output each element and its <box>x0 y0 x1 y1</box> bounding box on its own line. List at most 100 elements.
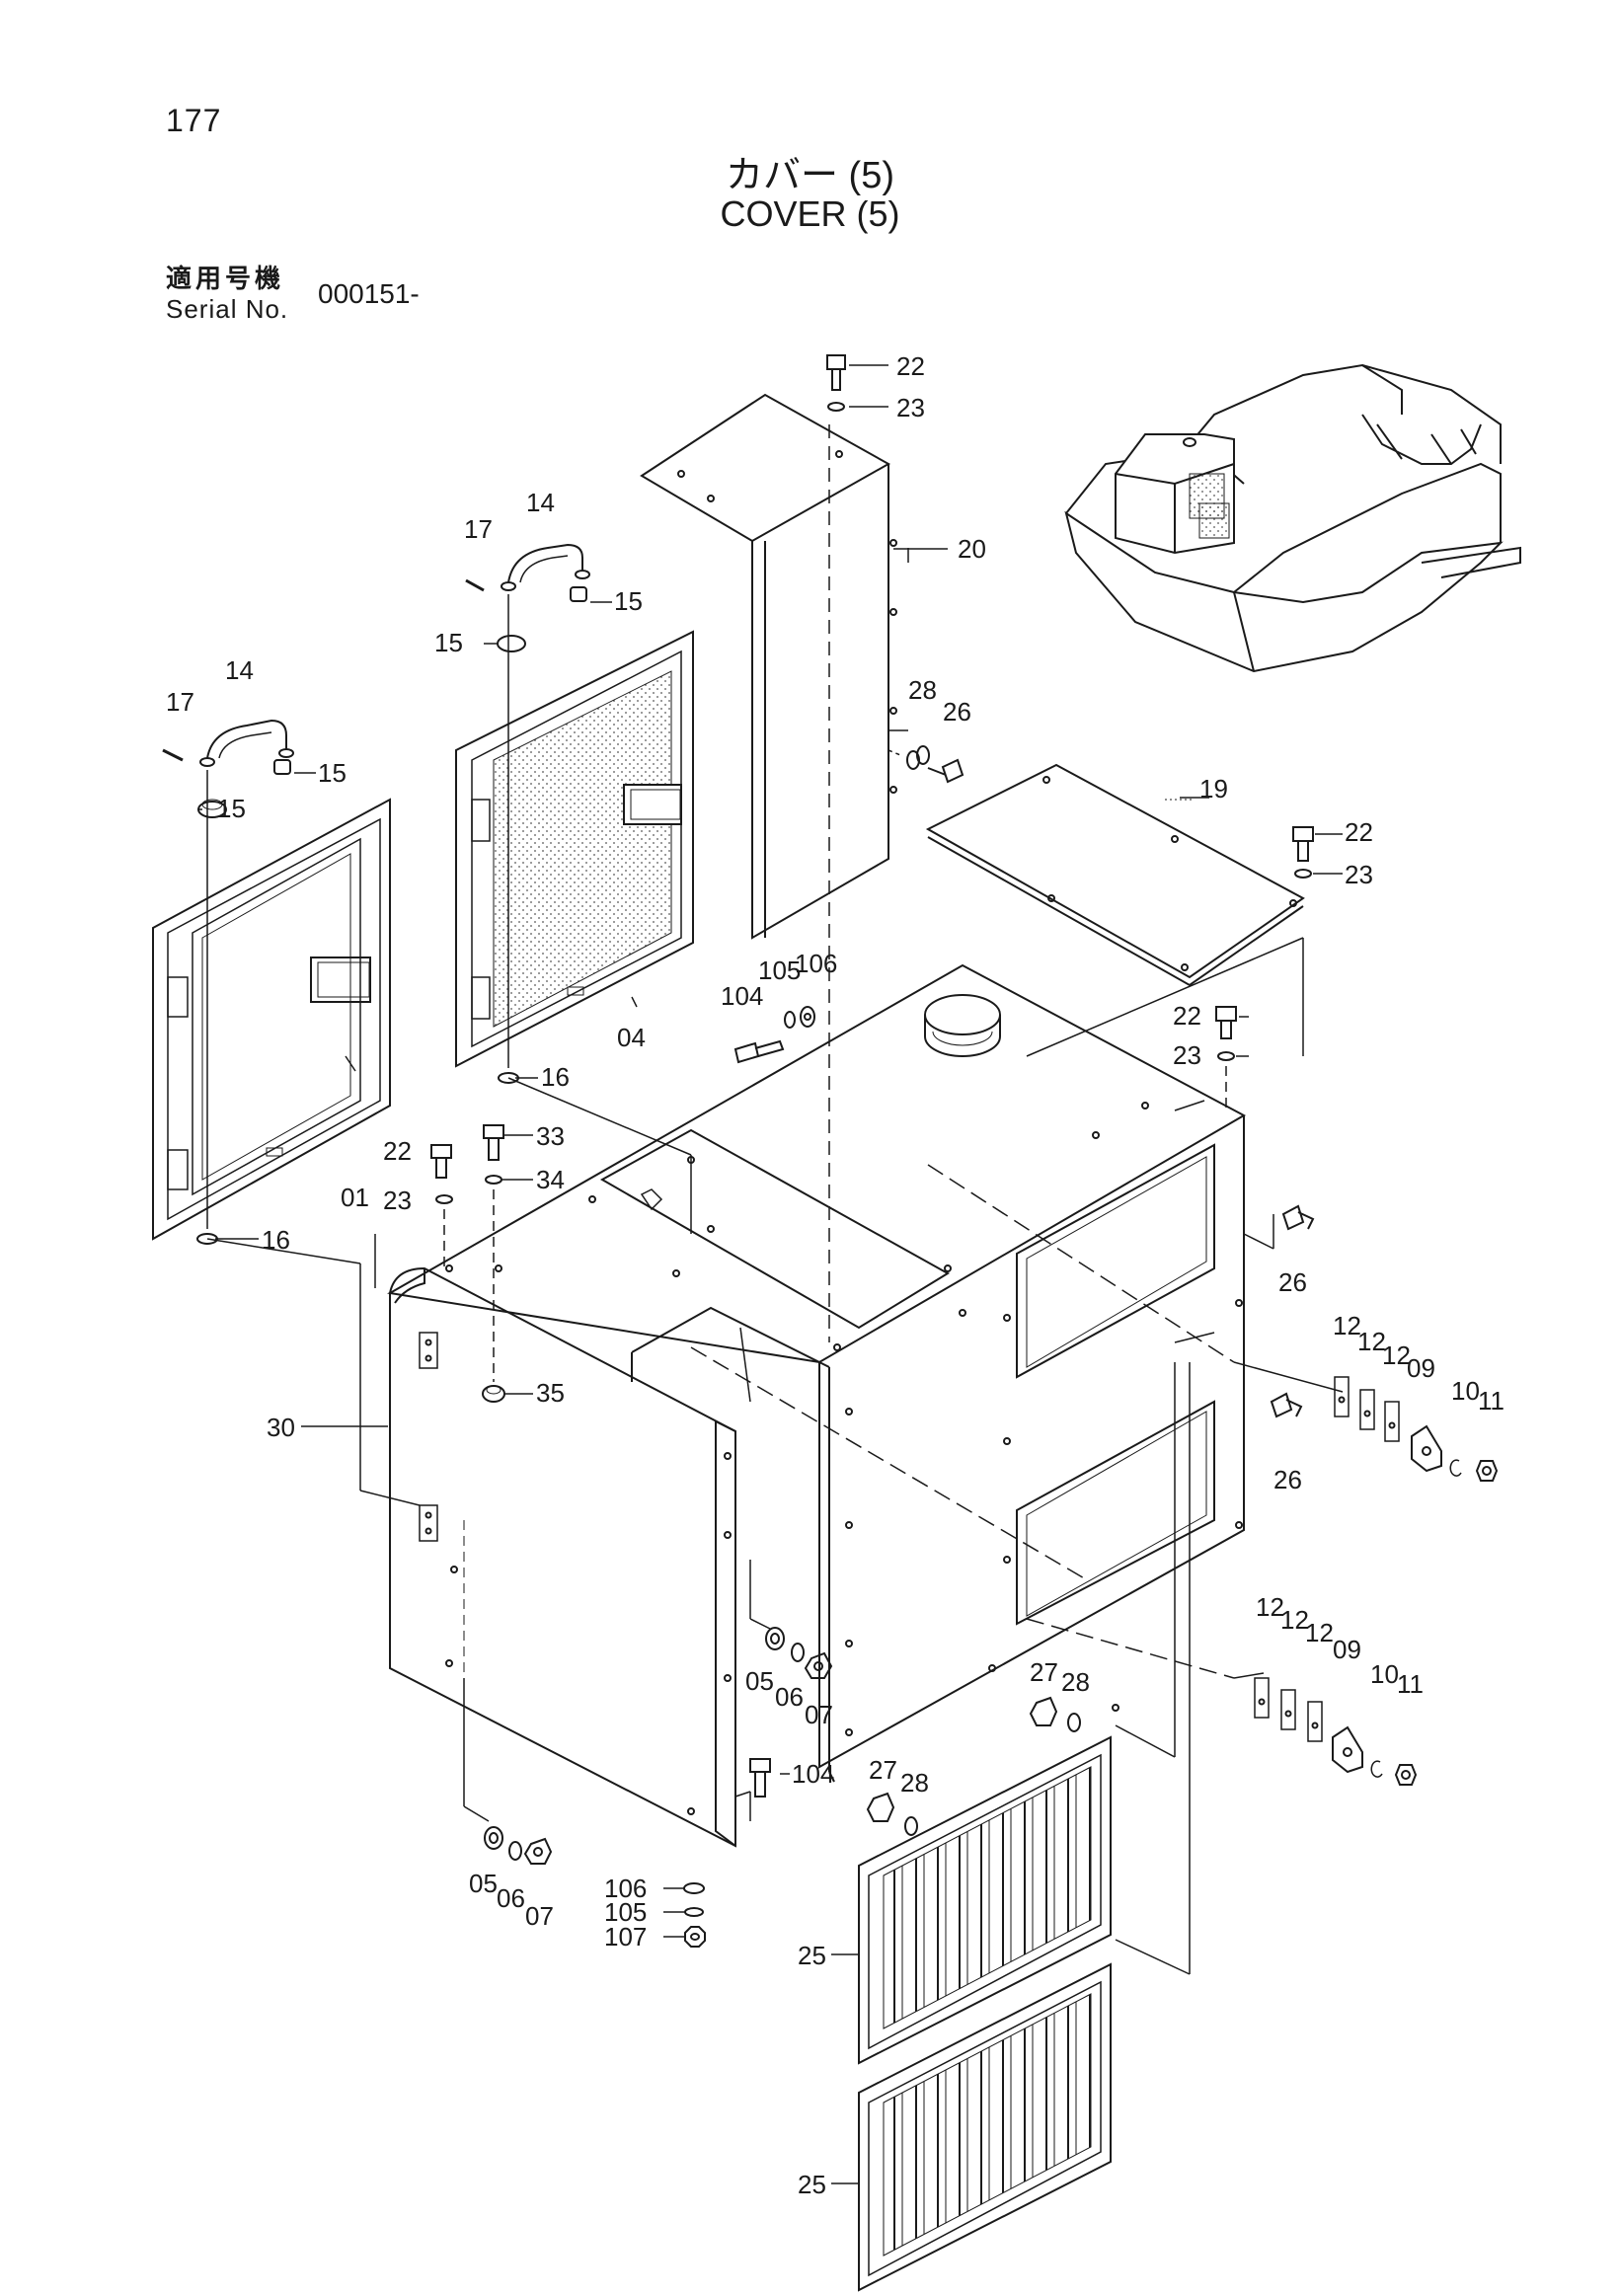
callout-27: 27 <box>1030 1657 1058 1687</box>
machine-overview-illustration <box>1064 363 1521 673</box>
callout-12: 12 <box>1305 1618 1334 1647</box>
washer-nut-set-lower <box>484 1826 553 1865</box>
callout-07: 07 <box>525 1901 554 1931</box>
callout-14: 14 <box>526 488 555 517</box>
callout-28: 28 <box>1061 1667 1090 1697</box>
callout-11: 11 <box>1478 1386 1504 1416</box>
washer-nut-set-middle <box>765 1627 833 1679</box>
callout-01: 01 <box>341 1183 369 1212</box>
callout-leaders <box>197 548 1343 2184</box>
top-plate-19 <box>925 763 1305 987</box>
nut-27-lower <box>866 1792 918 1836</box>
bolt-22-left <box>430 1144 453 1268</box>
callout-26: 26 <box>1278 1267 1307 1297</box>
callout-106: 106 <box>604 1874 647 1903</box>
serial-label-english: Serial No. <box>166 294 289 324</box>
callout-104: 104 <box>792 1759 834 1789</box>
callout-22: 22 <box>1345 817 1373 847</box>
callout-12: 12 <box>1280 1605 1309 1635</box>
louver-grille-25-lower <box>858 1962 1112 2292</box>
callout-04: 04 <box>617 1023 646 1052</box>
callout-12: 12 <box>1333 1311 1361 1340</box>
callout-10: 10 <box>1451 1376 1480 1406</box>
callout-06: 06 <box>497 1883 525 1913</box>
callout-12: 12 <box>1256 1592 1284 1622</box>
callout-105: 105 <box>604 1897 647 1927</box>
callout-12: 12 <box>1357 1327 1386 1356</box>
title-japanese: カバー (5) <box>725 155 894 196</box>
assembly-leader-lines <box>206 749 1344 1975</box>
handle-14-left <box>162 719 294 1245</box>
side-cover-30 <box>374 1234 736 1848</box>
bolt-22-right <box>1292 826 1314 879</box>
callout-22: 22 <box>1173 1001 1201 1031</box>
callout-06: 06 <box>775 1682 804 1712</box>
door-panel-01 <box>152 798 391 1241</box>
door-panel-04 <box>455 630 694 1068</box>
bolt-22-middle <box>1215 1006 1237 1110</box>
callout-19: 19 <box>1199 774 1228 804</box>
callout-23: 23 <box>383 1186 412 1215</box>
callout-11: 11 <box>1397 1669 1424 1699</box>
callout-23: 23 <box>1173 1040 1201 1070</box>
callout-104: 104 <box>721 981 763 1011</box>
callout-107: 107 <box>604 1922 647 1952</box>
callout-16: 16 <box>541 1062 570 1092</box>
top-vertical-cover-20 <box>640 393 909 1342</box>
bolt-104-upper <box>733 1006 815 1064</box>
serial-label-japanese: 適用号機 <box>166 264 285 293</box>
bolt-26-top <box>916 745 964 784</box>
bolt-26-lower <box>1270 1392 1303 1418</box>
serial-number-value: 000151- <box>318 278 420 309</box>
callout-15: 15 <box>614 586 643 616</box>
callout-105: 105 <box>758 956 801 985</box>
callout-34: 34 <box>536 1165 565 1194</box>
title-english: COVER (5) <box>720 193 900 234</box>
callout-25: 25 <box>798 2170 826 2199</box>
bolt-22-top <box>826 354 888 412</box>
callout-09: 09 <box>1333 1635 1361 1664</box>
main-enclosure-body <box>387 963 1247 1783</box>
callout-05: 05 <box>469 1869 498 1898</box>
callout-07: 07 <box>805 1700 833 1729</box>
callout-15: 15 <box>318 758 347 788</box>
callout-14: 14 <box>225 655 254 685</box>
callout-15: 15 <box>217 794 246 823</box>
callout-23: 23 <box>896 393 925 422</box>
callout-10: 10 <box>1370 1659 1399 1689</box>
callout-25: 25 <box>798 1941 826 1970</box>
louver-grille-25-upper <box>858 1735 1112 2065</box>
bolt-33 <box>482 1124 505 1403</box>
nut-27-upper <box>1029 1696 1081 1732</box>
handle-14-back <box>465 543 590 1084</box>
callout-26: 26 <box>943 697 971 727</box>
callout-33: 33 <box>536 1121 565 1151</box>
callout-15: 15 <box>434 628 463 657</box>
callout-12: 12 <box>1382 1340 1411 1370</box>
callout-30: 30 <box>267 1413 295 1442</box>
callout-27: 27 <box>869 1755 897 1785</box>
lock-parts-lower <box>1254 1677 1418 1786</box>
callout-106: 106 <box>795 949 837 978</box>
page-number: 177 <box>166 103 222 138</box>
callout-28: 28 <box>908 675 937 705</box>
callout-20: 20 <box>958 534 986 564</box>
callout-28: 28 <box>900 1768 929 1798</box>
callout-09: 09 <box>1407 1353 1435 1383</box>
callout-labels: 22 23 20 28 26 19 22 23 22 23 14 17 15 1… <box>166 351 1504 2199</box>
bolt-104-lower <box>749 1758 771 1798</box>
callout-16: 16 <box>262 1225 290 1255</box>
callout-22: 22 <box>383 1136 412 1166</box>
callout-17: 17 <box>166 687 194 717</box>
callout-35: 35 <box>536 1378 565 1408</box>
callout-22: 22 <box>896 351 925 381</box>
lock-parts-upper <box>1334 1376 1499 1482</box>
washer-stack-106-105-107 <box>683 1882 706 1948</box>
callout-05: 05 <box>745 1666 774 1696</box>
callout-17: 17 <box>464 514 493 544</box>
bolt-26-upper <box>1281 1204 1315 1231</box>
washer-28-top <box>906 750 920 770</box>
callout-23: 23 <box>1345 860 1373 889</box>
callout-26: 26 <box>1273 1465 1302 1494</box>
